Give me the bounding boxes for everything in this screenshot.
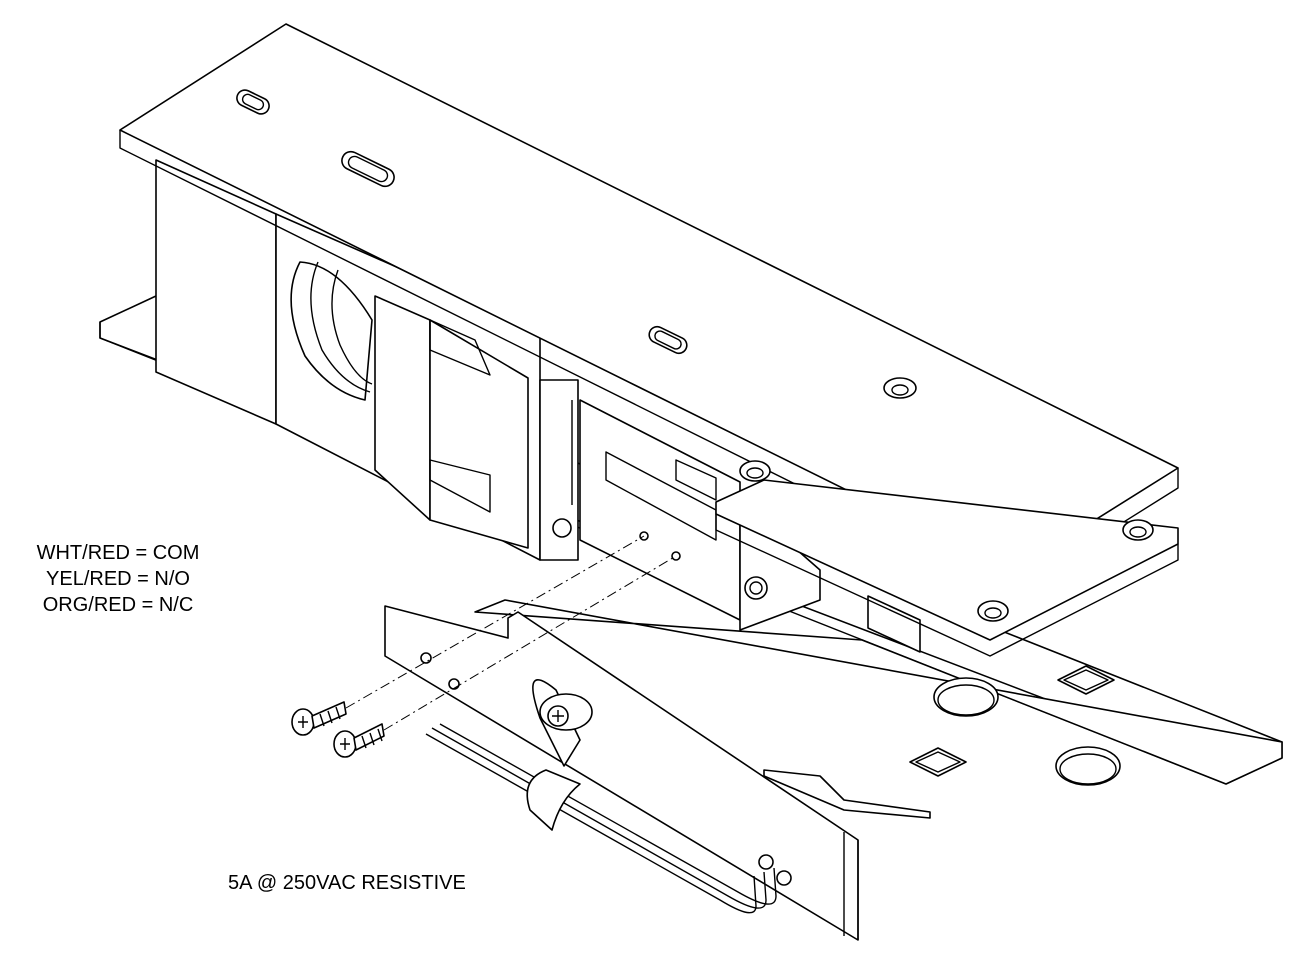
switch-lever [763,769,931,819]
wire-color-legend: WHT/RED = COM YEL/RED = N/O ORG/RED = N/… [8,540,228,618]
top-plate-slot [341,150,395,188]
faceplate [715,460,1179,657]
plunger-block [374,295,431,521]
top-plate-slot [648,325,688,355]
assembly-center-line [345,535,677,731]
contact-rating-note: 5A @ 250VAC RESISTIVE [228,872,466,894]
top-plate-slot [236,89,270,115]
mounting-screw [333,723,385,758]
housing-body [155,159,921,653]
wire-legend-com: WHT/RED = COM [36,542,200,564]
wire-legend-nc: ORG/RED = N/C [42,594,194,616]
lower-cover-plate [474,599,1283,786]
mounting-screw [291,701,347,736]
switch-bracket [384,605,859,941]
microswitch-assembly [425,679,931,914]
wire-legend-no: YEL/RED = N/O [46,568,190,590]
